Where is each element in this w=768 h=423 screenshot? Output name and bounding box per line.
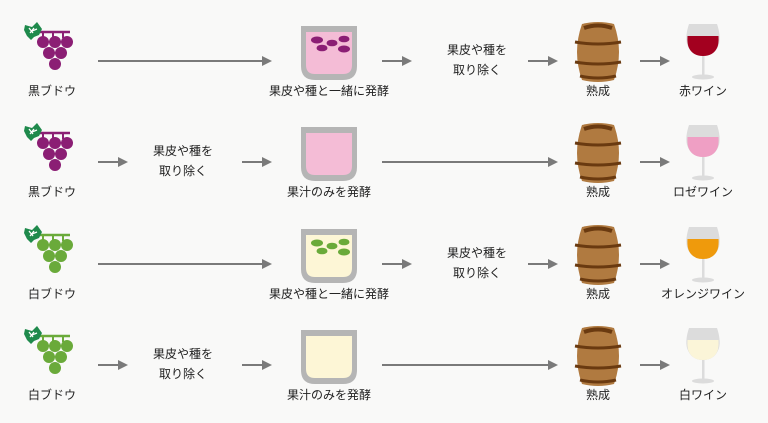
grape-icon [24,22,73,70]
aging-label: 熟成 [585,388,611,402]
arrow [640,360,670,370]
remove-skins-step: 果皮や種を取り除く [446,43,508,77]
wine-label: オレンジワイン [660,287,746,301]
wine-label: ロゼワイン [672,185,734,199]
arrow [382,360,558,370]
grape-label: 白ブドウ [27,287,77,301]
arrow [528,259,558,269]
arrow [98,157,128,167]
arrow [382,56,412,66]
fermentation-label: 果汁のみを発酵 [286,388,372,402]
arrow [98,56,272,66]
fermentation-tank-icon [301,127,357,181]
arrow [242,157,272,167]
fermentation-label: 果汁のみを発酵 [286,185,372,199]
wine-glass-icon [686,125,720,181]
arrow [382,157,558,167]
arrow [640,157,670,167]
wine-glass-icon [686,328,720,384]
fermentation-tank-icon [301,26,357,80]
wine-label: 赤ワイン [678,84,728,98]
fermentation-tank-icon [301,330,357,384]
grape-label: 白ブドウ [27,388,77,402]
barrel-icon [574,22,622,82]
aging-label: 熟成 [585,185,611,199]
process-row: 白ブドウ 果皮や種を取り除く 果汁のみを発酵 熟成 白ワイン [0,318,768,418]
process-row: 白ブドウ 果皮や種と一緒に発酵 果皮や種を取り除く 熟成 オレンジワイン [0,217,768,317]
arrow [528,56,558,66]
barrel-icon [574,123,622,183]
aging-label: 熟成 [585,287,611,301]
wine-label: 白ワイン [678,388,728,402]
wine-glass-icon [686,24,720,80]
remove-skins-step: 果皮や種を取り除く [152,144,214,178]
grape-label: 黒ブドウ [27,185,77,199]
arrow [242,360,272,370]
arrow [640,56,670,66]
arrow [98,259,272,269]
grape-icon [24,326,73,374]
barrel-icon [574,326,622,386]
remove-skins-step: 果皮や種を取り除く [152,347,214,381]
process-row: 黒ブドウ 果皮や種を取り除く 果汁のみを発酵 熟成 ロゼワイン [0,115,768,215]
grape-icon [24,225,73,273]
arrow [98,360,128,370]
grape-label: 黒ブドウ [27,84,77,98]
wine-glass-icon [686,227,720,283]
fermentation-label: 果皮や種と一緒に発酵 [268,84,390,98]
aging-label: 熟成 [585,84,611,98]
grape-icon [24,123,73,171]
arrow [640,259,670,269]
barrel-icon [574,225,622,285]
remove-skins-step: 果皮や種を取り除く [446,246,508,280]
arrow [382,259,412,269]
process-row: 黒ブドウ 果皮や種と一緒に発酵 果皮や種を取り除く 熟成 赤ワイン [0,14,768,114]
fermentation-label: 果皮や種と一緒に発酵 [268,287,390,301]
fermentation-tank-icon [301,229,357,283]
